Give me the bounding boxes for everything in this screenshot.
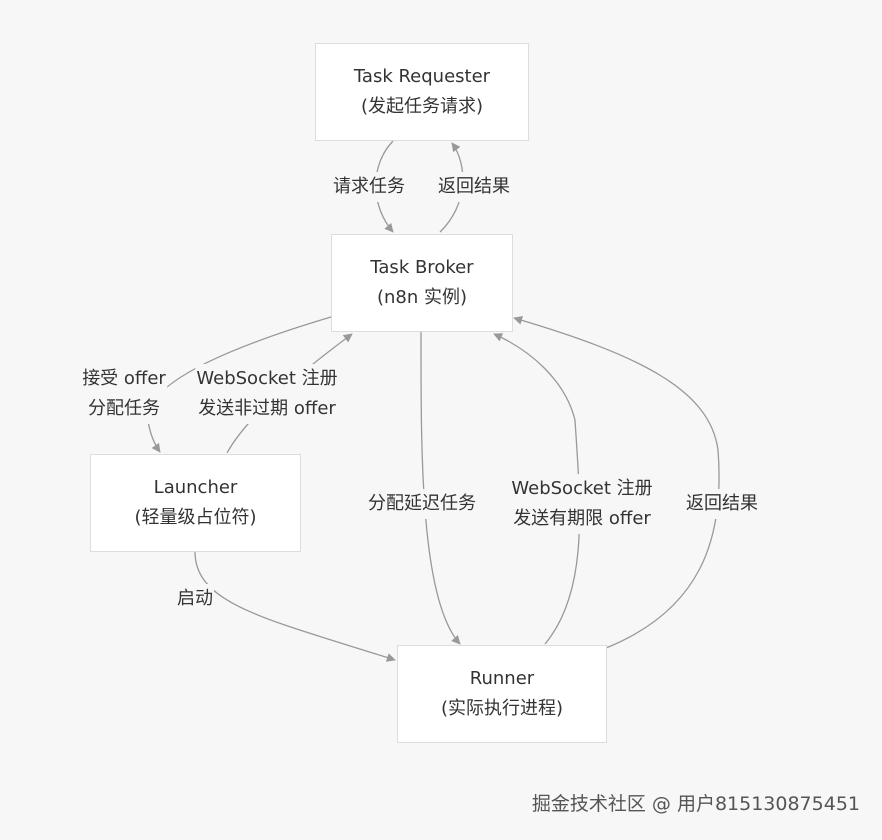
edge-label-request-task: 请求任务 xyxy=(332,172,406,202)
edge-assign-delayed xyxy=(420,331,461,645)
runner-subtitle: (实际执行进程) xyxy=(440,698,564,719)
edge-runner-register xyxy=(493,333,581,645)
task-requester-title: Task Requester xyxy=(353,66,491,87)
edge-label-launcher-register: WebSocket 注册 发送非过期 offer xyxy=(195,364,339,424)
launcher-subtitle: (轻量级占位符) xyxy=(134,507,257,528)
edge-label-accept-offer: 接受 offer 分配任务 xyxy=(81,364,167,424)
edge-return-result-runner xyxy=(513,315,720,649)
edge-label-return-result-runner: 返回结果 xyxy=(685,489,759,519)
edge-label-start: 启动 xyxy=(176,584,214,614)
edge-start xyxy=(194,551,396,662)
edge-label-runner-register: WebSocket 注册 发送有期限 offer xyxy=(510,474,654,534)
task-broker-title: Task Broker xyxy=(370,257,474,278)
runner-title: Runner xyxy=(469,668,535,689)
launcher-node: Launcher (轻量级占位符) xyxy=(90,454,301,552)
task-requester-subtitle: (发起任务请求) xyxy=(360,96,484,117)
watermark-text: 掘金技术社区 @ 用户815130875451 xyxy=(531,793,860,815)
launcher-title: Launcher xyxy=(153,477,238,498)
edge-label-assign-delayed: 分配延迟任务 xyxy=(367,489,477,519)
edge-label-return-result-top: 返回结果 xyxy=(437,172,511,202)
task-broker-node: Task Broker (n8n 实例) xyxy=(331,234,513,332)
runner-node: Runner (实际执行进程) xyxy=(397,645,607,743)
task-broker-subtitle: (n8n 实例) xyxy=(376,287,468,308)
task-requester-node: Task Requester (发起任务请求) xyxy=(315,43,529,141)
